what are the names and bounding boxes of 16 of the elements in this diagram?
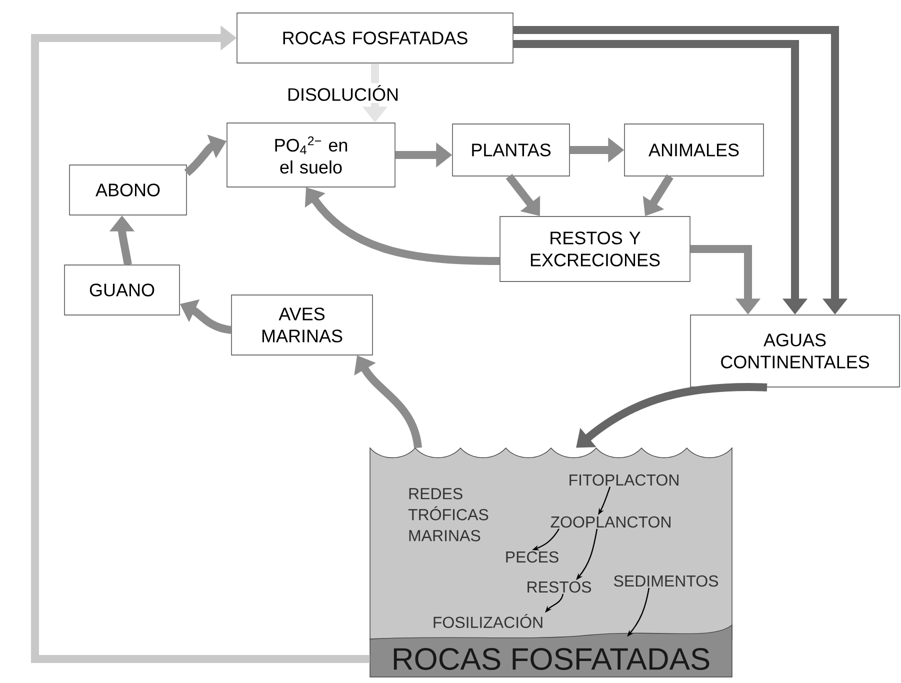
process-box: ANIMALES — [624, 124, 764, 176]
stage-label: ZOOPLANCTON — [550, 516, 670, 528]
process-box: AGUAS CONTINENTALES — [690, 314, 900, 388]
stage-label: RESTOS — [528, 581, 592, 593]
process-box: GUANO — [64, 264, 180, 316]
process-box: PLANTAS — [452, 124, 570, 176]
process-box: ROCAS FOSFATADAS — [236, 12, 514, 64]
stage-label: PECES — [506, 551, 558, 563]
process-box: PO$_{4}$$^{2−}$ en el suelo — [226, 122, 396, 188]
process-box: AVES MARINAS — [231, 294, 373, 356]
block-arrow — [31, 25, 370, 663]
stage-label: SEDIMENTOS — [614, 575, 718, 587]
process-box: ABONO — [69, 164, 187, 216]
edge-label: DISOLUCIÓN — [285, 83, 402, 103]
stage-label: FITOPLACTON — [570, 474, 678, 486]
process-box: RESTOS Y EXCRECIONES — [500, 216, 690, 282]
